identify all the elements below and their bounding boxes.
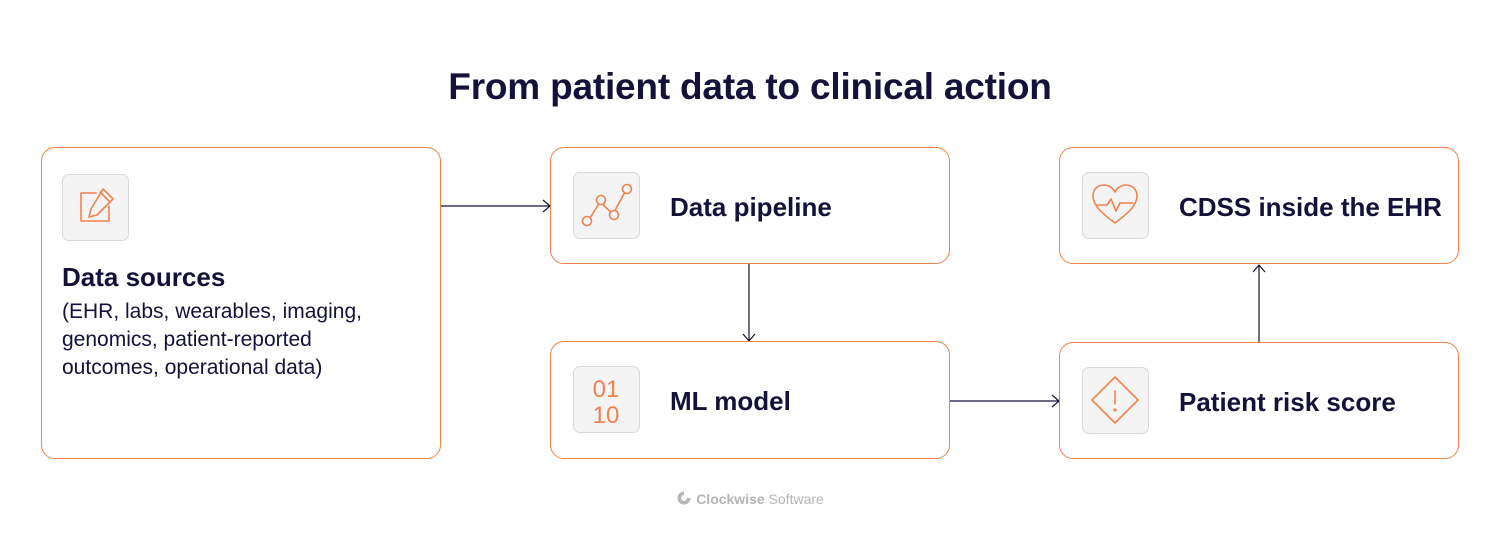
edge-pipeline-to-model [742, 264, 756, 342]
footer-logo: Clockwise Software [0, 490, 1500, 507]
node-label: CDSS inside the EHR [1179, 192, 1442, 222]
node-label: Patient risk score [1179, 387, 1396, 417]
edge-sources-to-pipeline [441, 199, 551, 213]
node-ml-model: 01 10 ML model [550, 341, 950, 459]
node-label: ML model [670, 386, 791, 416]
footer-brand-light: Software [764, 491, 824, 507]
binary-icon: 01 10 [573, 366, 640, 433]
binary-icon-top: 01 [593, 376, 620, 403]
diagram-title: From patient data to clinical action [448, 66, 1052, 107]
node-description: (EHR, labs, wearables, imaging, genomics… [62, 300, 362, 379]
edit-icon [62, 174, 129, 241]
edge-risk-to-cdss [1252, 264, 1266, 342]
warning-icon [1082, 367, 1149, 434]
clockwise-logo-icon [677, 491, 691, 505]
node-cdss: CDSS inside the EHR [1059, 147, 1459, 264]
node-risk-score: Patient risk score [1059, 342, 1459, 459]
node-data-sources: Data sources (EHR, labs, wearables, imag… [41, 147, 441, 459]
footer-brand-bold: Clockwise [696, 491, 765, 507]
pipeline-icon [573, 172, 640, 239]
node-data-pipeline: Data pipeline [550, 147, 950, 264]
node-label: Data pipeline [670, 192, 832, 222]
binary-icon-bottom: 10 [593, 402, 620, 429]
node-label: Data sources [62, 262, 226, 292]
edge-model-to-risk [949, 394, 1060, 408]
heart-pulse-icon [1082, 172, 1149, 239]
